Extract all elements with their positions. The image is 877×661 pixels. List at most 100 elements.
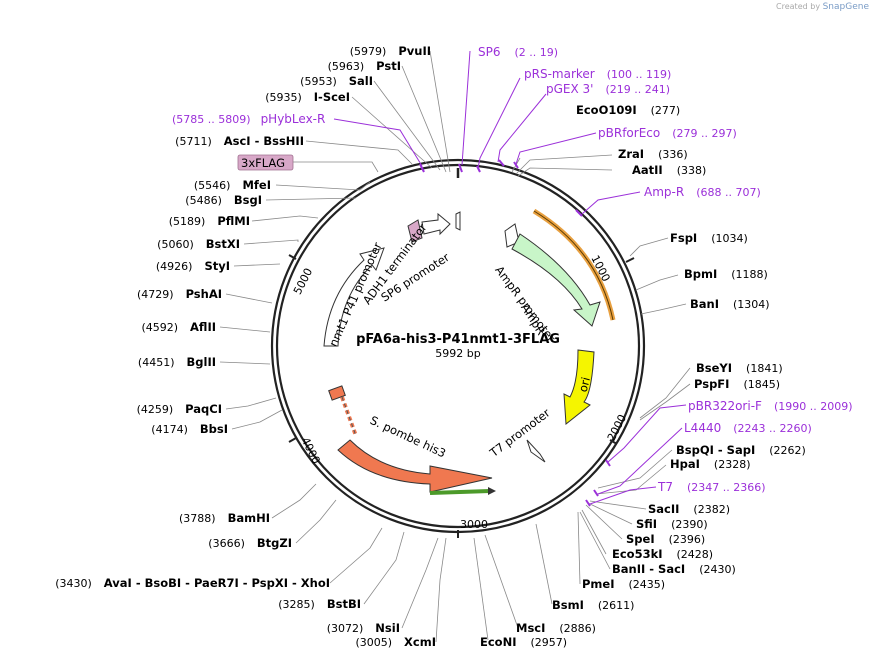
enzymes_left-19-pos-label: (3072) [327, 622, 364, 635]
primers-3-name-label: pBRforEco [598, 126, 660, 140]
svg-text:BspQI - SapI(2262): BspQI - SapI (2262) [676, 443, 806, 457]
primer-leaders [333, 50, 687, 507]
svg-text:(5189)PflMI: (5189) PflMI [169, 214, 250, 228]
enzymes-left: (5979)PvuII (5963)PstI (5953)SalI (5935)… [55, 44, 436, 649]
svg-text:(3005)XcmI: (3005)XcmI [355, 635, 436, 649]
svg-text:(4259)PaqCI: (4259)PaqCI [137, 402, 222, 416]
enzymes_right-17-pos-label: (2886) [559, 622, 596, 635]
svg-text:SfiI(2390): SfiI(2390) [636, 517, 708, 531]
enzymes-right: EcoO109I(277) ZraI(336) AatII(338) FspI(… [480, 103, 806, 649]
enzymes_right-14-name-label: BanII - SacI [612, 562, 685, 576]
primers-2-name-label: pGEX 3' [546, 82, 593, 96]
ampr-arrow [511, 233, 601, 327]
enzymes_left-17-name-label: AvaI - BsoBI - PaeR7I - PspXI - XhoI [104, 576, 330, 590]
svg-text:(5711)AscI - BssHII: (5711)AscI - BssHII [175, 134, 304, 148]
enzymes_right-7-name-label: PspFI [694, 377, 729, 391]
svg-text:SpeI(2396): SpeI(2396) [626, 532, 705, 546]
enzymes_left-18-name-label: BstBI [327, 597, 361, 611]
enzymes_right-1-pos-label: (336) [658, 148, 688, 161]
primers-0-range-label: (2 .. 19) [515, 46, 559, 59]
svg-text:(4451)BglII: (4451)BglII [138, 355, 216, 369]
svg-text:pGEX 3'(219 .. 241): pGEX 3' (219 .. 241) [546, 82, 670, 96]
svg-text:(5953)SalI: (5953) SalI [300, 74, 373, 88]
enzymes_left-6-pos-label: (5486) [185, 194, 222, 207]
primers-5-range-label: (1990 .. 2009) [774, 400, 853, 413]
svg-text:(4926)StyI: (4926)StyI [156, 259, 230, 273]
enzymes_right-13-name-label: Eco53kI [612, 547, 663, 561]
enzymes_right-4-pos-label: (1188) [731, 268, 768, 281]
enzymes_left-16-name-label: BtgZI [257, 536, 292, 550]
enzymes_left-20-name-label: XcmI [404, 635, 436, 649]
enzymes_right-17-name-label: MscI [516, 621, 545, 635]
primers-4-name-label: Amp-R [644, 185, 684, 199]
enzymes_right-8-pos-label: (2262) [769, 444, 806, 457]
svg-text:(3285)BstBI: (3285)BstBI [278, 597, 361, 611]
ori-label: ori [576, 376, 593, 394]
primers-6-name-label: L4440 [684, 421, 721, 435]
sp6-promoter-arrow [455, 211, 461, 231]
svg-text:(5935)I-SceI: (5935)I-SceI [265, 90, 350, 104]
enzymes_left-15-name-label: BamHI [228, 511, 270, 525]
enzymes_left-2-pos-label: (5953) [300, 75, 337, 88]
primers-0-name-label: SP6 [478, 45, 501, 59]
svg-text:BpmI(1188): BpmI(1188) [684, 267, 768, 281]
enzymes_left-7-pos-label: (5189) [169, 215, 206, 228]
enzymes_left-2-name-label: SalI [349, 74, 373, 88]
svg-text:HpaI(2328): HpaI(2328) [670, 457, 750, 471]
primers-1-range-label: (100 .. 119) [607, 68, 672, 81]
enzymes_right-0-name-label: EcoO109I [576, 103, 637, 117]
ori-arrow [563, 349, 595, 425]
svg-text:Amp-R(688 .. 707): Amp-R (688 .. 707) [644, 185, 761, 199]
svg-text:BsmI(2611): BsmI(2611) [552, 598, 634, 612]
enzymes_left-3-pos-label: (5935) [265, 91, 302, 104]
svg-text:T7(2347 .. 2366): T7(2347 .. 2366) [657, 480, 766, 494]
primers-4-range-label: (688 .. 707) [696, 186, 761, 199]
enzymes_left-1-pos-label: (5963) [328, 60, 365, 73]
enzymes_left-0-pos-label: (5979) [350, 45, 387, 58]
enzymes_left-1-name-label: PstI [376, 59, 401, 73]
primers-8-name-label: pHybLex-R [261, 112, 326, 126]
svg-text:L4440(2243 .. 2260): L4440 (2243 .. 2260) [684, 421, 812, 435]
enzymes_left-14-name-label: BbsI [200, 422, 228, 436]
enzymes_right-14-pos-label: (2430) [699, 563, 736, 576]
svg-text:EcoO109I(277): EcoO109I (277) [576, 103, 680, 117]
svg-text:PmeI(2435): PmeI(2435) [582, 577, 665, 591]
enzymes_right-18-name-label: EcoNI [480, 635, 516, 649]
enzymes_right-10-pos-label: (2382) [693, 503, 730, 516]
enzymes_right-2-name-label: AatII [632, 163, 663, 177]
backbone-inner [275, 163, 641, 529]
enzymes_left-11-pos-label: (4592) [141, 321, 178, 334]
svg-text:FspI(1034): FspI(1034) [670, 231, 748, 245]
svg-text:(5060)BstXI: (5060)BstXI [157, 237, 240, 251]
enzymes_right-13-pos-label: (2428) [677, 548, 714, 561]
enzymes_left-8-name-label: BstXI [206, 237, 240, 251]
enzymes_right-7-pos-label: (1845) [743, 378, 780, 391]
enzymes_right-6-name-label: BseYI [696, 361, 732, 375]
enzymes_left-12-pos-label: (4451) [138, 356, 175, 369]
enzymes_right-18-pos-label: (2957) [530, 636, 567, 649]
features-flag-label: 3xFLAG [241, 156, 285, 170]
enzymes_left-5-name-label: MfeI [242, 178, 271, 192]
snapgene-brand: Created by SnapGene [776, 2, 869, 12]
enzymes_left-10-name-label: PshAI [186, 287, 222, 301]
t7-promoter-arrow [526, 439, 546, 463]
his3-orf-band [429, 489, 491, 495]
svg-text:(5785 .. 5809)pHybLex-R: (5785 .. 5809)pHybLex-R [172, 112, 325, 126]
ticks-3-label: 4000 [299, 435, 323, 466]
svg-text:(3788)BamHI: (3788)BamHI [179, 511, 270, 525]
enzymes_right-0-pos-label: (277) [651, 104, 681, 117]
svg-text:MscI(2886): MscI (2886) [516, 621, 596, 635]
his3-exon-1 [328, 385, 346, 401]
enzymes_right-16-name-label: BsmI [552, 598, 584, 612]
enzymes_right-12-name-label: SpeI [626, 532, 655, 546]
svg-text:BanII - SacI(2430): BanII - SacI (2430) [612, 562, 736, 576]
primers-2-range-label: (219 .. 241) [605, 83, 670, 96]
enzymes_right-10-name-label: SacII [648, 502, 679, 516]
enzymes_right-8-name-label: BspQI - SapI [676, 443, 755, 457]
enzymes_left-17-pos-label: (3430) [55, 577, 92, 590]
primers-6-range-label: (2243 .. 2260) [733, 422, 812, 435]
enzymes_right-5-name-label: BanI [690, 297, 719, 311]
enzymes_left-13-name-label: PaqCI [185, 402, 222, 416]
enzymes_left-7-name-label: PflMI [217, 214, 250, 228]
